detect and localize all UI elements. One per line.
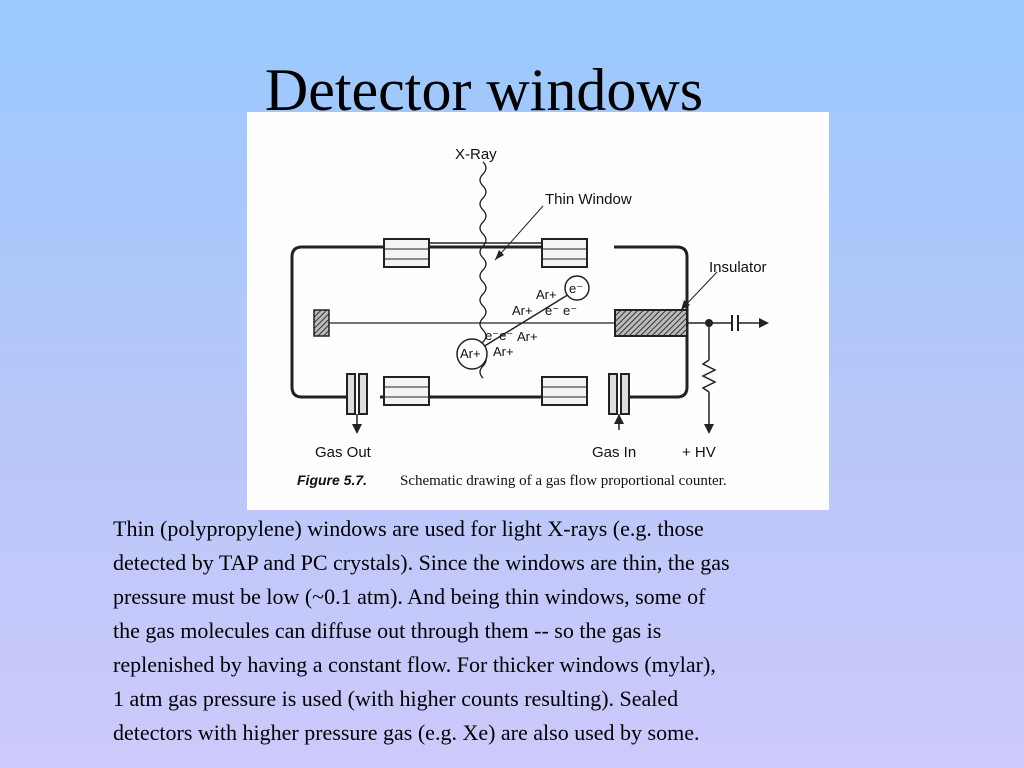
- ar-ion-circle: [456, 338, 488, 370]
- output-arrow: [759, 318, 769, 328]
- insulator-label: Insulator: [709, 259, 767, 276]
- gas-out-label: Gas Out: [315, 444, 372, 461]
- ar-circle-label: Ar+: [460, 346, 481, 361]
- body-line: pressure must be low (~0.1 atm). And bei…: [113, 584, 706, 609]
- body-line: detected by TAP and PC crystals). Since …: [113, 550, 730, 575]
- body-paragraph: Thin (polypropylene) windows are used fo…: [113, 512, 933, 750]
- body-line: 1 atm gas pressure is used (with higher …: [113, 686, 679, 711]
- bottom-left-block: [383, 376, 430, 406]
- proportional-counter-diagram: X-Ray Thin Window Insulator Gas Out Gas …: [290, 146, 769, 489]
- body-line: the gas molecules can diffuse out throug…: [113, 618, 662, 643]
- hv-label: + HV: [682, 444, 716, 461]
- top-left-window-block: [383, 238, 430, 268]
- figure-caption-number: Figure 5.7.: [297, 472, 367, 488]
- body-line: replenished by having a constant flow. F…: [113, 652, 716, 677]
- gas-out-port: [346, 373, 368, 434]
- figure-caption-text: Schematic drawing of a gas flow proporti…: [400, 473, 727, 489]
- ar-label-2: Ar+: [512, 303, 533, 318]
- xray-label: X-Ray: [455, 146, 497, 163]
- top-right-window-block: [541, 238, 588, 268]
- wire-anchor: [313, 309, 330, 337]
- thin-window-label: Thin Window: [545, 191, 632, 208]
- electron-circle-label: e⁻: [569, 281, 583, 296]
- electron-label-1: e⁻: [545, 303, 559, 318]
- electron-label-3: e⁻e⁻: [485, 328, 513, 343]
- detector-figure: X-Ray Thin Window Insulator Gas Out Gas …: [247, 112, 829, 510]
- resistor: [701, 359, 717, 393]
- electron-label-2: e⁻: [563, 303, 577, 318]
- bottom-right-block: [541, 376, 588, 406]
- gas-in-label: Gas In: [592, 444, 636, 461]
- electron-circle: [564, 275, 590, 301]
- insulator: [614, 309, 688, 337]
- chamber-wall: [290, 245, 399, 399]
- gas-in-port: [608, 373, 630, 430]
- ar-label-1: Ar+: [536, 287, 557, 302]
- ar-label-5: Ar+: [493, 344, 514, 359]
- body-line: detectors with higher pressure gas (e.g.…: [113, 720, 700, 745]
- xray-path: [479, 161, 487, 379]
- body-line: Thin (polypropylene) windows are used fo…: [113, 516, 704, 541]
- ar-label-3: Ar+: [517, 329, 538, 344]
